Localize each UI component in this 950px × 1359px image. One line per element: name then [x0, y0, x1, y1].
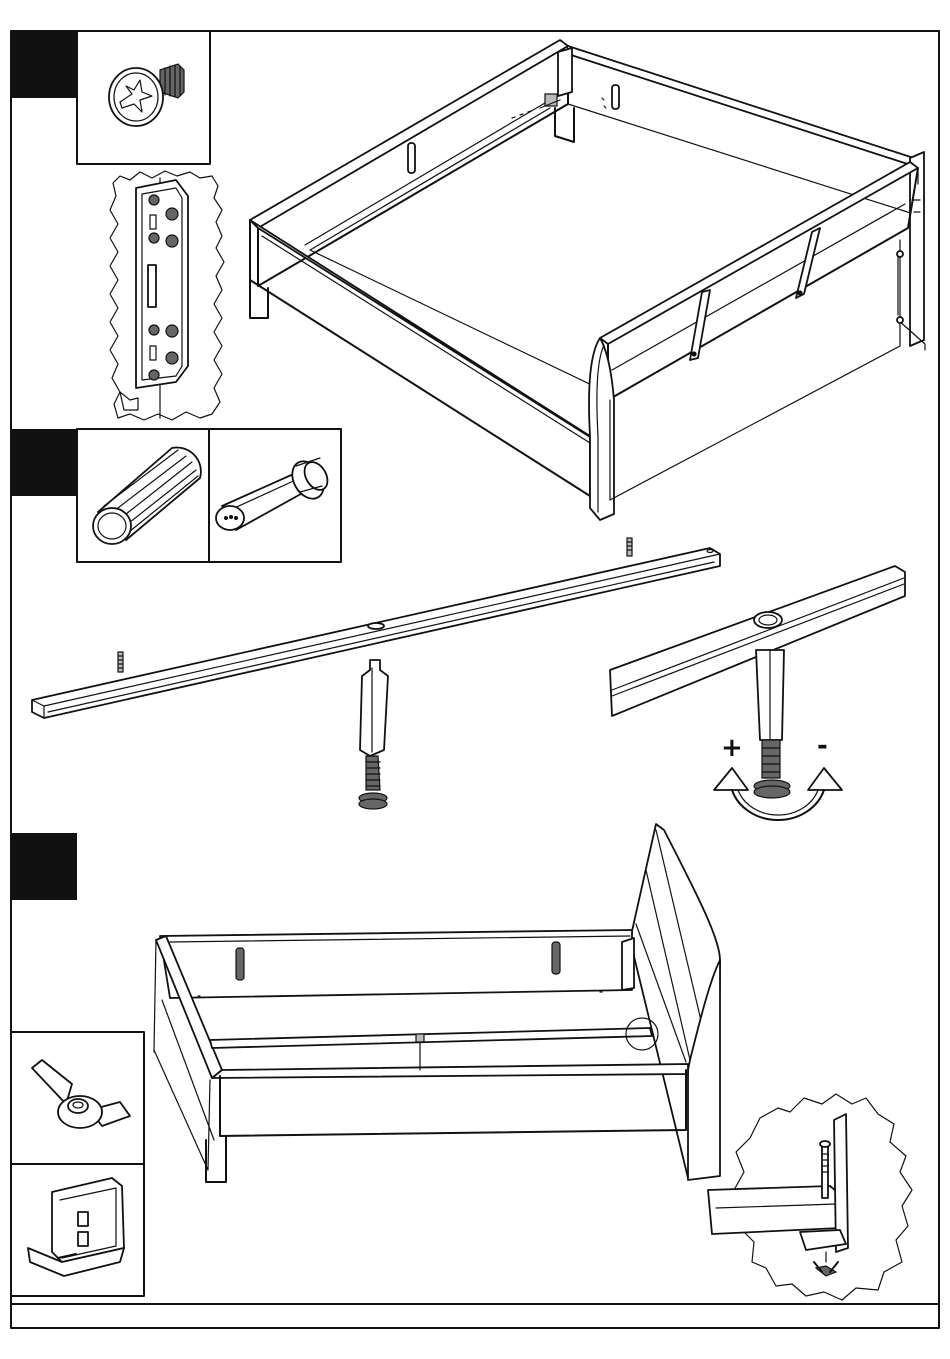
dowel-icon — [93, 447, 201, 544]
lower-sign: - — [817, 731, 828, 761]
raise-sign: + — [721, 733, 743, 763]
step-1-marker — [11, 31, 77, 98]
bed-frame-top-view — [250, 40, 925, 520]
wing-nut-icon — [32, 1060, 130, 1128]
phillips-screw-icon — [109, 64, 184, 126]
corner-bracket-detail — [708, 1094, 912, 1300]
foot-height-adjustment-detail: + - — [610, 566, 905, 820]
bracket-plate-icon — [110, 171, 224, 420]
step-3-marker — [11, 833, 77, 900]
cam-bolt-icon — [216, 456, 332, 530]
angle-bracket-icon — [28, 1178, 124, 1276]
bed-frame-assembled-view — [154, 824, 720, 1182]
step-2-marker — [11, 429, 77, 496]
